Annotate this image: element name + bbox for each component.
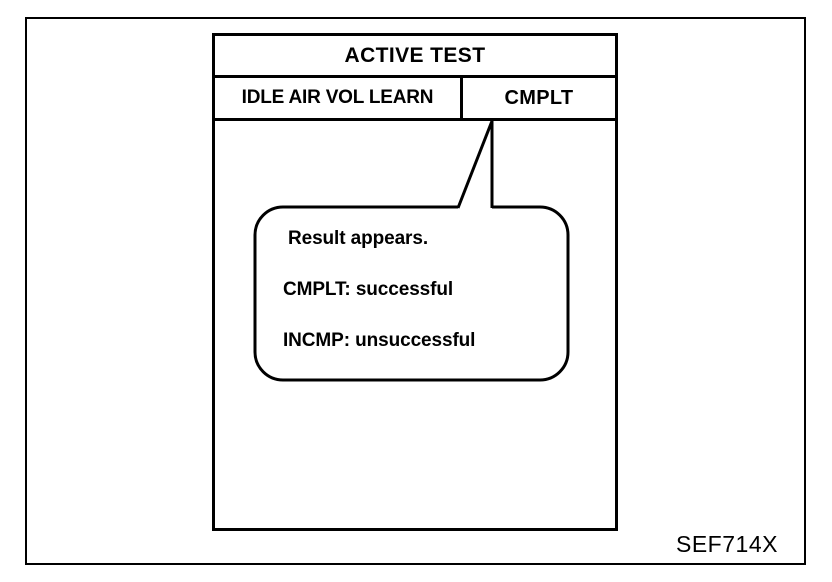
callout-line-1: Result appears.	[288, 228, 428, 249]
figure-reference-code: SEF714X	[676, 531, 778, 557]
screen-title: ACTIVE TEST	[344, 43, 486, 67]
screen-data-row: IDLE AIR VOL LEARN CMPLT	[215, 78, 615, 121]
parameter-name-cell: IDLE AIR VOL LEARN	[215, 78, 463, 118]
callout-line-2: CMPLT: successful	[283, 279, 454, 300]
status-value-cell: CMPLT	[463, 78, 615, 118]
screen-title-row: ACTIVE TEST	[215, 36, 615, 78]
callout-text-block: Result appears. CMPLT: successful INCMP:…	[283, 228, 553, 352]
callout-line-3: INCMP: unsuccessful	[283, 330, 476, 351]
status-value-label: CMPLT	[504, 86, 574, 109]
parameter-name-label: IDLE AIR VOL LEARN	[241, 87, 434, 108]
